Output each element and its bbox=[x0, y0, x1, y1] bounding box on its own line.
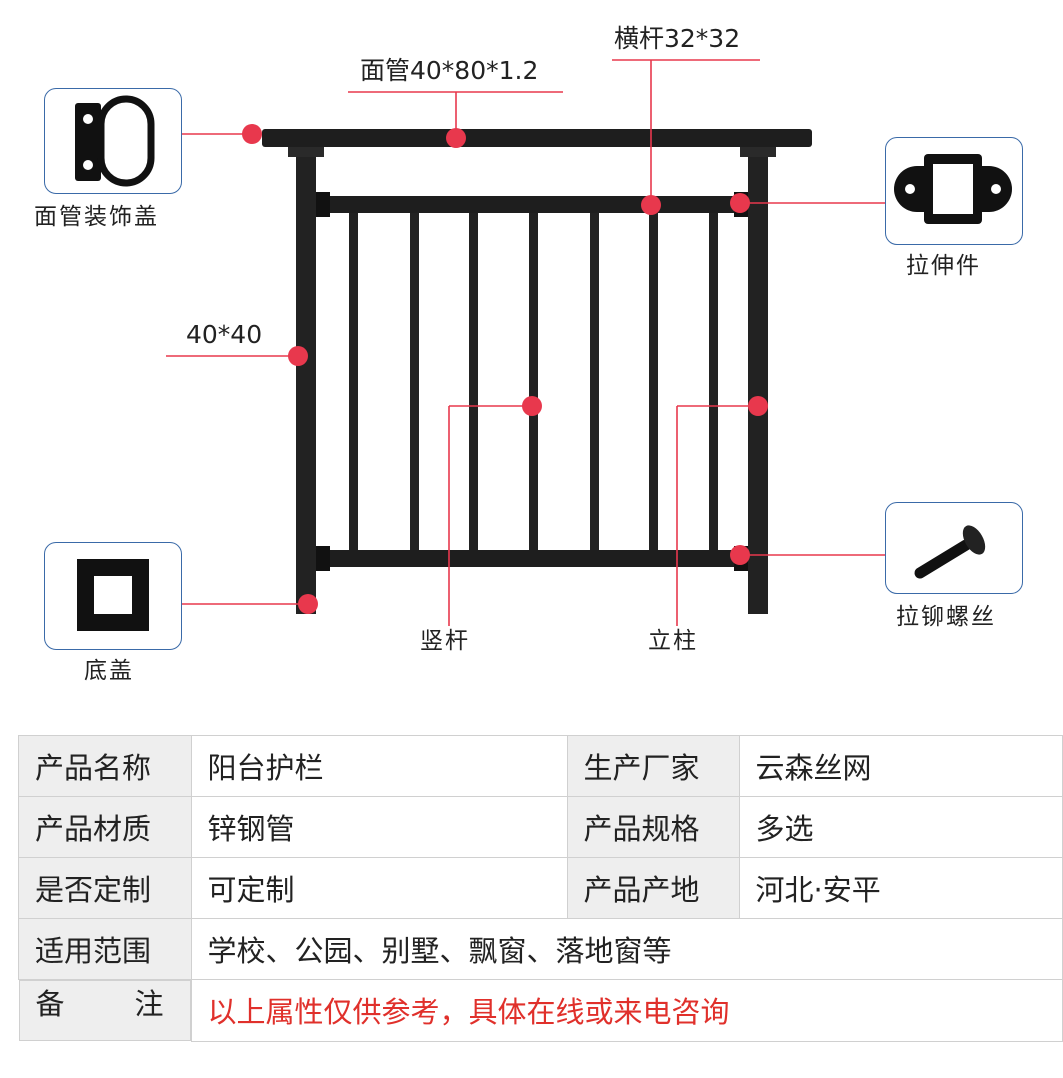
table-key-note: 备 注 bbox=[18, 980, 191, 1041]
label-post: 立柱 bbox=[648, 628, 698, 654]
table-row: 适用范围 学校、公园、别墅、飘窗、落地窗等 bbox=[18, 918, 1063, 980]
marker-top-rail bbox=[446, 128, 466, 148]
table-key: 生产厂家 bbox=[566, 735, 740, 797]
table-key: 产品材质 bbox=[18, 796, 192, 858]
marker-post-size bbox=[288, 346, 308, 366]
inset-base-cap bbox=[44, 542, 182, 650]
table-key: 产品规格 bbox=[566, 796, 740, 858]
table-value: 河北·安平 bbox=[738, 857, 1063, 919]
railing-diagram: 面管装饰盖 拉伸件 底盖 拉铆螺丝 面管40*80*1.2 横杆32*32 40… bbox=[34, 24, 1023, 684]
table-row: 产品名称 阳台护栏 生产厂家 云森丝网 bbox=[18, 735, 1063, 797]
base-cap-icon bbox=[77, 559, 149, 631]
marker-dots bbox=[242, 124, 768, 614]
railing-drawing bbox=[166, 59, 885, 626]
spec-table: 产品名称 阳台护栏 生产厂家 云森丝网 产品材质 锌钢管 产品规格 多选 是否定… bbox=[18, 735, 1063, 1042]
connector-icon bbox=[894, 154, 1012, 224]
table-value: 阳台护栏 bbox=[190, 735, 568, 797]
table-key: 产品名称 bbox=[18, 735, 192, 797]
note-key-part2: 注 bbox=[134, 987, 164, 1021]
label-post-size: 40*40 bbox=[186, 320, 263, 349]
label-base-cap: 底盖 bbox=[84, 658, 134, 684]
inset-rivet-screw bbox=[885, 502, 1023, 594]
label-rivet-screw: 拉铆螺丝 bbox=[896, 604, 996, 630]
inset-connector bbox=[885, 137, 1023, 245]
upper-cross-bar bbox=[316, 196, 748, 213]
leader-lines bbox=[166, 59, 885, 626]
marker-cross-bar bbox=[641, 195, 661, 215]
marker-rail-cap bbox=[242, 124, 262, 144]
label-rail-cap: 面管装饰盖 bbox=[34, 204, 159, 230]
rail-cap-icon bbox=[75, 95, 155, 187]
table-key: 是否定制 bbox=[18, 857, 192, 919]
label-baluster: 竖杆 bbox=[420, 628, 470, 654]
table-key: 产品产地 bbox=[566, 857, 740, 919]
marker-rivet bbox=[730, 545, 750, 565]
lower-cross-bar bbox=[316, 550, 748, 567]
marker-connector bbox=[730, 193, 750, 213]
table-key: 适用范围 bbox=[18, 918, 192, 980]
table-value-note: 以上属性仅供参考，具体在线或来电咨询 bbox=[190, 979, 1063, 1042]
right-post bbox=[748, 150, 768, 614]
marker-post bbox=[748, 396, 768, 416]
balusters bbox=[349, 212, 718, 555]
table-row: 产品材质 锌钢管 产品规格 多选 bbox=[18, 796, 1063, 858]
left-post bbox=[296, 150, 316, 614]
label-connector: 拉伸件 bbox=[906, 253, 981, 279]
table-row: 备 注 以上属性仅供参考，具体在线或来电咨询 bbox=[18, 979, 1063, 1042]
table-value: 多选 bbox=[738, 796, 1063, 858]
marker-base-cap bbox=[298, 594, 318, 614]
top-rail bbox=[262, 129, 812, 147]
table-row: 是否定制 可定制 产品产地 河北·安平 bbox=[18, 857, 1063, 919]
table-value: 可定制 bbox=[190, 857, 568, 919]
label-cross-bar: 横杆32*32 bbox=[614, 24, 741, 53]
note-key-part1: 备 bbox=[35, 987, 65, 1021]
rivet-screw-icon bbox=[914, 525, 986, 579]
marker-baluster bbox=[522, 396, 542, 416]
label-top-rail: 面管40*80*1.2 bbox=[360, 56, 539, 85]
inset-rail-cap bbox=[44, 88, 182, 194]
table-value: 云森丝网 bbox=[738, 735, 1063, 797]
table-value: 学校、公园、别墅、飘窗、落地窗等 bbox=[190, 918, 1063, 980]
table-value: 锌钢管 bbox=[190, 796, 568, 858]
